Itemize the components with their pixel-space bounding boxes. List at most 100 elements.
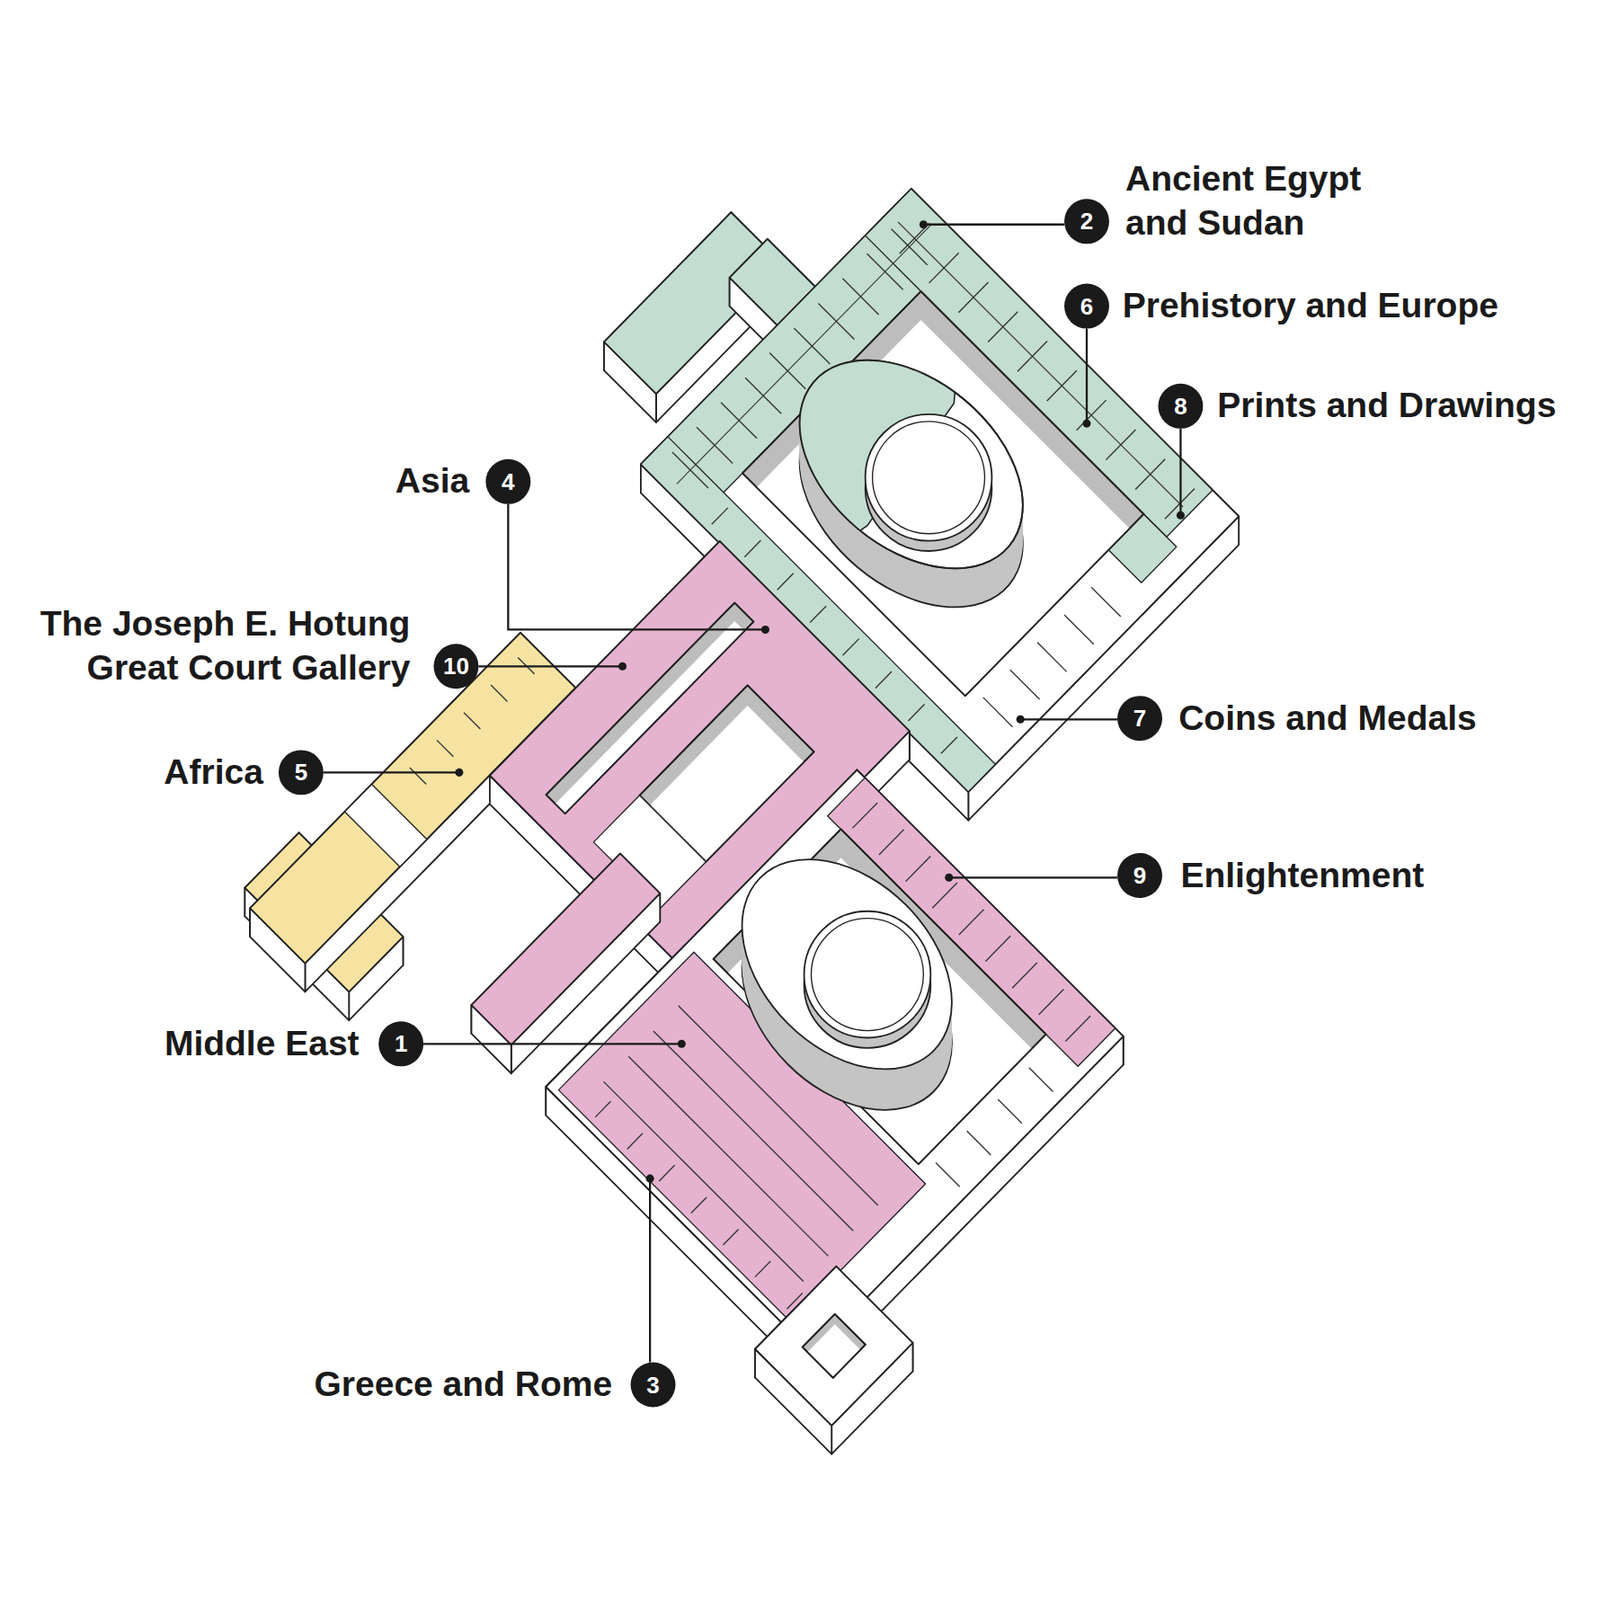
rotunda-wall — [759, 322, 1063, 615]
south-porch — [755, 1266, 913, 1455]
callout-disc — [433, 643, 479, 689]
corridor-floor — [344, 783, 427, 867]
room-wall — [1037, 642, 1067, 673]
gallery-label: Enlightenment — [1180, 853, 1424, 898]
room-wall — [436, 739, 454, 756]
leader-line — [1020, 718, 1118, 720]
leader-line — [478, 665, 623, 667]
leader-dot — [1082, 419, 1091, 428]
room-wall — [967, 1130, 992, 1156]
rotunda-wall — [701, 820, 993, 1112]
callout-number: 5 — [294, 760, 308, 784]
rotunda-edge — [759, 318, 1063, 611]
room-wall — [777, 573, 794, 590]
callout-disc — [278, 749, 324, 795]
leader-line — [1179, 428, 1182, 516]
leader-line — [949, 876, 1118, 879]
leader-dot — [1176, 511, 1185, 520]
rotunda-wall — [759, 320, 1063, 613]
leader-line — [507, 504, 765, 631]
gallery-label: Africa — [163, 750, 264, 795]
room-wall — [843, 639, 860, 656]
leader-layer — [323, 220, 1185, 1362]
room-wall — [935, 1162, 960, 1187]
room-wall — [907, 704, 925, 721]
leader-line — [1085, 328, 1088, 425]
rotunda-wall — [701, 818, 993, 1111]
gallery-label: Ancient Egypt and Sudan — [1125, 157, 1396, 246]
room-wall — [658, 1164, 675, 1182]
leader-line — [423, 1042, 682, 1045]
room-wall — [628, 1056, 828, 1256]
callout-disc — [1117, 853, 1163, 898]
leader-line — [923, 223, 1065, 226]
callout-disc — [485, 459, 531, 505]
room-wall — [490, 684, 507, 702]
room-wall — [755, 1261, 771, 1278]
rotunda-floor — [701, 818, 993, 1111]
leader-dot — [454, 768, 463, 777]
room-wall — [1064, 614, 1094, 645]
callout-number: 4 — [501, 470, 515, 494]
callout-disc — [1117, 695, 1163, 741]
room-wall — [627, 1133, 643, 1150]
callout-number: 9 — [1133, 863, 1147, 888]
callout-disc — [1064, 284, 1110, 329]
room-wall — [722, 1228, 738, 1245]
reading-room — [865, 414, 993, 542]
leader-line — [323, 771, 460, 774]
leader-dot — [944, 873, 953, 882]
courtyard-edge — [802, 1314, 866, 1378]
callout-disc — [631, 1361, 676, 1407]
leader-dot — [919, 220, 928, 229]
floor-top — [755, 1266, 913, 1426]
building — [244, 188, 1239, 1455]
room-wall — [1065, 1015, 1091, 1041]
room-wall — [711, 507, 729, 525]
callout-number: 1 — [394, 1031, 408, 1056]
room-wall — [941, 737, 958, 754]
callout-disc — [378, 1021, 424, 1067]
reading-room-inner — [872, 421, 986, 534]
callout-number: 8 — [1173, 394, 1187, 418]
rotunda-wall — [759, 318, 1063, 611]
courtyard — [802, 1314, 866, 1388]
reading-room — [804, 911, 932, 1039]
callout-number: 7 — [1133, 706, 1147, 730]
room-wall — [1039, 989, 1065, 1015]
room-wall — [906, 855, 932, 881]
callout-disc — [1064, 198, 1110, 244]
room-wall — [932, 882, 958, 908]
room-wall — [1029, 1067, 1054, 1093]
room-wall — [1010, 669, 1040, 700]
room-wall — [985, 935, 1011, 961]
gallery-label: Coins and Medals — [1178, 696, 1477, 741]
leader-line — [648, 1178, 651, 1362]
room-wall — [463, 712, 480, 729]
callout-number: 10 — [443, 654, 470, 678]
callout-number: 3 — [646, 1373, 659, 1397]
floor-top — [545, 770, 1123, 1354]
rotunda — [701, 818, 993, 1152]
callout-number: 2 — [1080, 209, 1094, 233]
gallery-label: Prints and Drawings — [1217, 383, 1556, 428]
leader-dot — [761, 625, 770, 634]
room-wall — [409, 767, 427, 784]
callout-disc — [1157, 383, 1203, 429]
gallery-label: The Joseph E. Hotung Great Court Gallery — [5, 602, 410, 691]
room-wall — [595, 1101, 611, 1118]
callout-number: 6 — [1080, 294, 1094, 319]
leader-dot — [1016, 715, 1025, 724]
callout-layer — [278, 198, 1203, 1407]
room-wall — [997, 1099, 1023, 1124]
room-wall — [809, 605, 827, 623]
room-wall — [1091, 586, 1121, 617]
room-wall — [983, 697, 1014, 728]
reading-room-inner — [810, 918, 924, 1032]
gallery-label: Asia — [395, 459, 470, 504]
room-wall — [691, 1197, 707, 1214]
room-wall — [604, 1081, 804, 1281]
